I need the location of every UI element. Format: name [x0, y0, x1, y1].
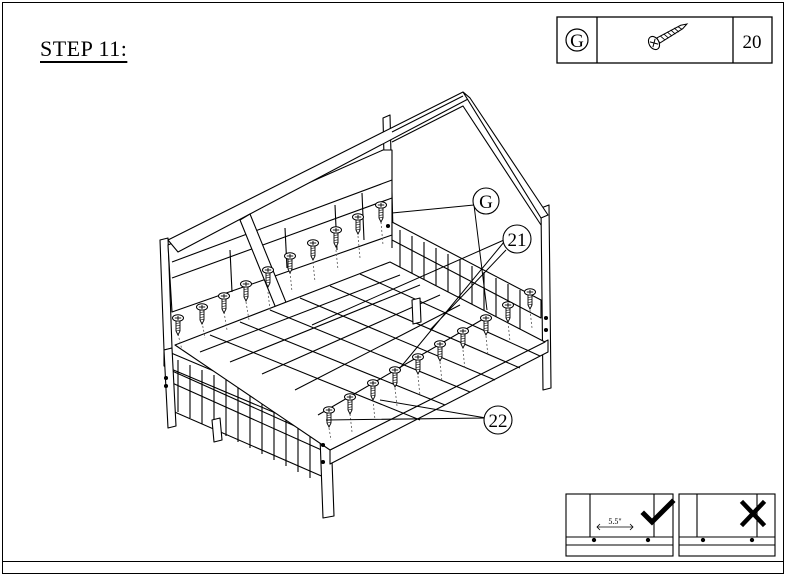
insertion-guides: [177, 221, 533, 441]
step-title: STEP 11:: [40, 36, 128, 61]
bottom-strip: [2, 562, 784, 574]
spacing-guide-correct: 5.5": [565, 493, 676, 557]
bed-frame: [159, 91, 552, 519]
spacing-label: 5.5": [608, 517, 621, 526]
screw-icon: [647, 23, 689, 51]
check-icon: [640, 498, 676, 526]
part-quantity: 20: [743, 32, 762, 53]
svg-text:G: G: [479, 192, 493, 213]
callout-part-g: G: [472, 187, 500, 215]
part-letter-circle: [565, 28, 589, 52]
spacing-guide-incorrect: [678, 493, 776, 557]
svg-text:21: 21: [508, 230, 527, 251]
callout-part-22: 22: [483, 405, 513, 435]
parts-box: G 20: [556, 16, 773, 64]
page-frame: [2, 2, 784, 562]
part-letter: G: [570, 31, 584, 52]
svg-text:22: 22: [489, 411, 508, 432]
callout-part-21: 21: [502, 224, 532, 254]
cross-icon: [739, 499, 767, 528]
callout-leaders: [311, 204, 507, 421]
